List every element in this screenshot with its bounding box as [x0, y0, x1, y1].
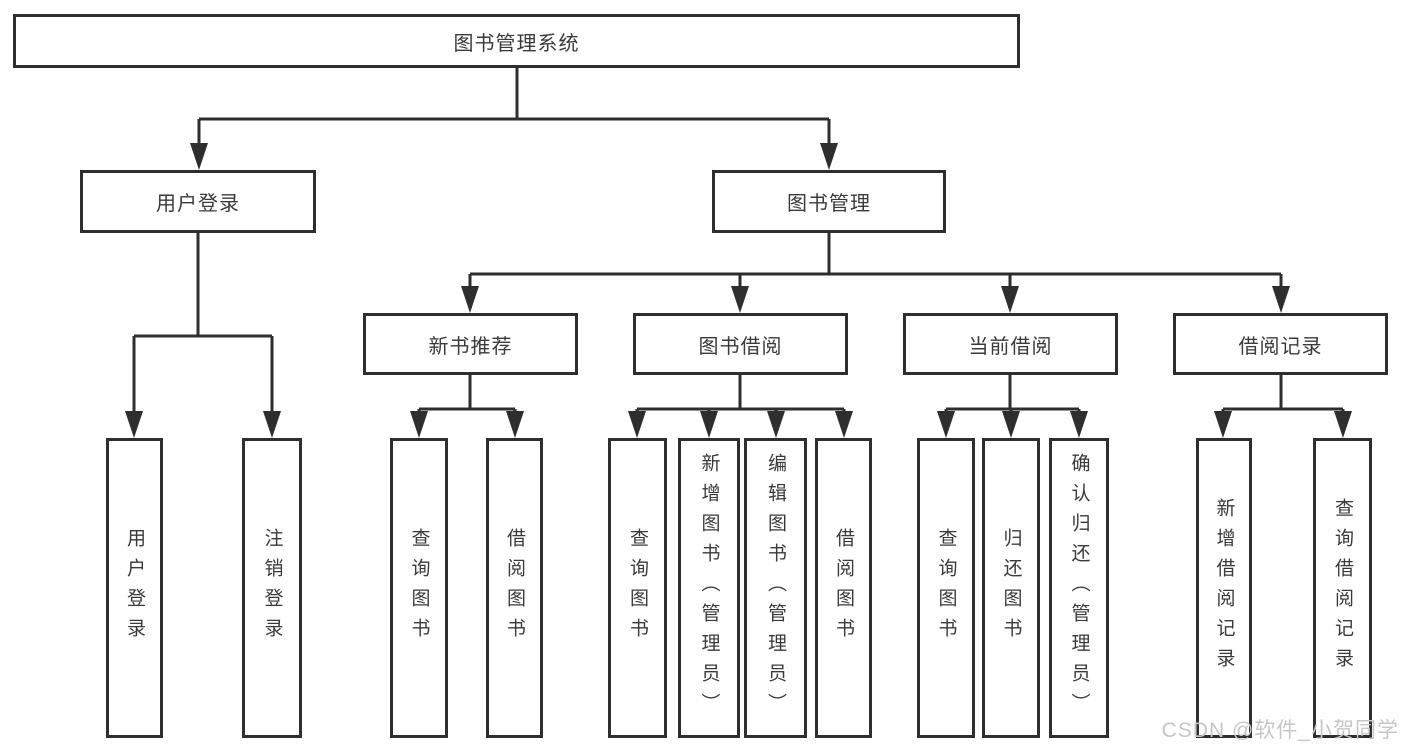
leaf-borrow-edit-books-admin: 编辑图书（管理员）: [744, 438, 807, 738]
node-new-book-recommend-label: 新书推荐: [428, 335, 513, 358]
node-user-login: 用户登录: [80, 170, 316, 233]
leaf-newbook-borrow-books: 借阅图书: [486, 438, 543, 738]
leaf-newbook-borrow-books-label: 借阅图书: [504, 528, 525, 648]
node-current-borrow-label: 当前借阅: [968, 335, 1053, 358]
leaf-borrow-query-books-label: 查询图书: [627, 528, 648, 648]
node-book-borrow-label: 图书借阅: [698, 335, 783, 358]
node-borrow-records-label: 借阅记录: [1238, 335, 1323, 358]
leaf-records-add-record-label: 新增借阅记录: [1213, 498, 1235, 678]
node-book-management: 图书管理: [712, 170, 946, 233]
leaf-borrow-add-books-admin-label: 新增图书（管理员）: [698, 453, 720, 723]
leaf-current-return-books-label: 归还图书: [1000, 528, 1022, 648]
leaf-borrow-edit-books-admin-label: 编辑图书（管理员）: [765, 453, 786, 723]
leaf-records-query-record: 查询借阅记录: [1313, 438, 1372, 738]
node-new-book-recommend: 新书推荐: [363, 313, 578, 375]
leaf-logout-label: 注销登录: [261, 528, 283, 648]
csdn-watermark: CSDN @软件_小贺同学: [1161, 719, 1399, 742]
leaf-logout: 注销登录: [242, 438, 302, 738]
node-borrow-records: 借阅记录: [1173, 313, 1388, 375]
leaf-borrow-borrow-books-label: 借阅图书: [833, 528, 854, 648]
node-root: 图书管理系统: [13, 14, 1020, 68]
leaf-records-add-record: 新增借阅记录: [1196, 438, 1252, 738]
leaf-current-query-books: 查询图书: [917, 438, 975, 738]
leaf-user-login-label: 用户登录: [124, 528, 145, 648]
node-book-borrow: 图书借阅: [633, 313, 848, 375]
leaf-borrow-add-books-admin: 新增图书（管理员）: [678, 438, 740, 738]
node-root-label: 图书管理系统: [453, 32, 580, 55]
node-user-login-label: 用户登录: [156, 193, 240, 215]
leaf-current-confirm-return-admin-label: 确认归还（管理员）: [1068, 453, 1090, 723]
node-current-borrow: 当前借阅: [903, 313, 1118, 375]
leaf-borrow-query-books: 查询图书: [608, 438, 667, 738]
leaf-newbook-query-books-label: 查询图书: [408, 528, 430, 648]
leaf-records-query-record-label: 查询借阅记录: [1332, 498, 1353, 678]
leaf-current-return-books: 归还图书: [982, 438, 1040, 738]
leaf-user-login: 用户登录: [106, 438, 163, 738]
leaf-borrow-borrow-books: 借阅图书: [815, 438, 872, 738]
node-book-management-label: 图书管理: [787, 193, 871, 215]
leaf-newbook-query-books: 查询图书: [390, 438, 448, 738]
leaf-current-confirm-return-admin: 确认归还（管理员）: [1049, 438, 1109, 738]
leaf-current-query-books-label: 查询图书: [935, 528, 957, 648]
